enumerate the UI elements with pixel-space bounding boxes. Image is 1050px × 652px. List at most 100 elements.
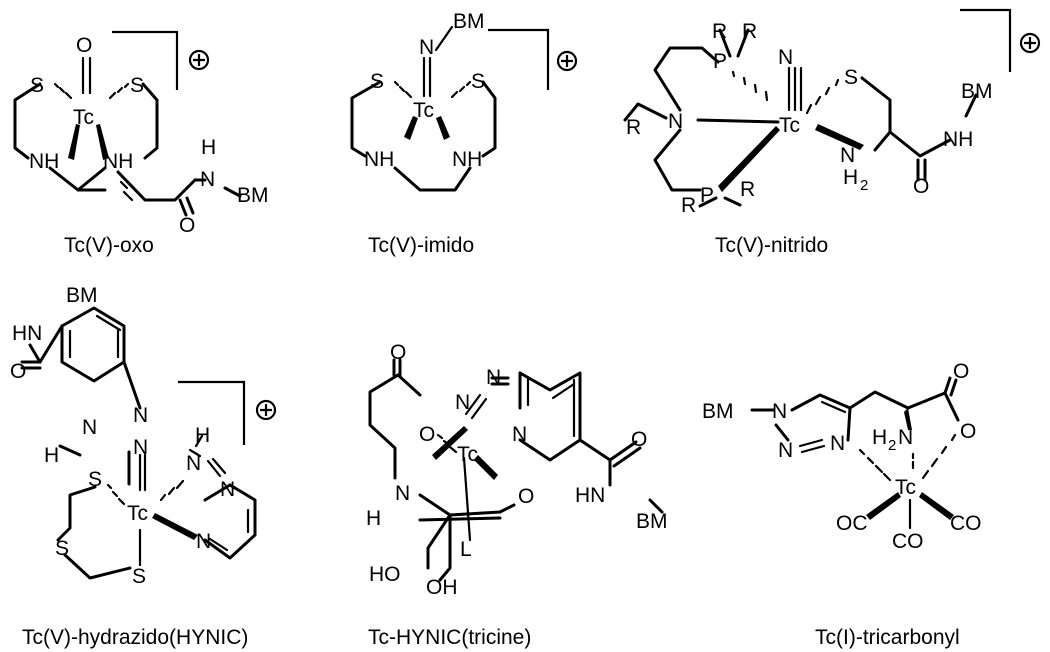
atom-CO: CO <box>892 530 924 553</box>
atom-N: N <box>133 436 148 459</box>
atom-N: N <box>668 110 683 133</box>
atom-H: H <box>872 426 887 449</box>
structure-tc-oxo: O S S Tc NH NH H N BM O Tc(V)-oxo <box>13 30 269 257</box>
atom-O: O <box>76 34 92 57</box>
atom-N: N <box>512 423 527 446</box>
atom-R: R <box>626 116 641 139</box>
atom-Tc: Tc <box>779 114 800 137</box>
atom-N: N <box>830 432 845 455</box>
atom-N: N <box>186 452 201 475</box>
atom-N: N <box>840 144 855 167</box>
atom-O: O <box>913 175 929 198</box>
atom-OH: OH <box>426 576 458 599</box>
atom-R: R <box>712 20 727 43</box>
atom-NH: NH <box>943 128 973 151</box>
atom-N: N <box>772 400 787 423</box>
atom-S: S <box>370 70 384 93</box>
atom-R: R <box>681 194 696 217</box>
atom-NH: NH <box>452 148 482 171</box>
atom-O: O <box>518 485 534 508</box>
atom-O: O <box>419 423 435 446</box>
atom-N: N <box>133 404 148 427</box>
atom-H: H <box>201 136 216 159</box>
atom-O: O <box>960 420 976 443</box>
atom-NH: NH <box>103 150 133 173</box>
atom-N: N <box>395 482 410 505</box>
atom-S: S <box>132 565 146 588</box>
atom-BM: BM <box>66 284 98 307</box>
atom-BM: BM <box>636 510 668 533</box>
atom-N: N <box>220 478 235 501</box>
atom-R: R <box>742 20 757 43</box>
atom-O: O <box>179 214 195 237</box>
structure-tc-nitrido: P R R N S N R Tc BM NH N H 2 P R R O Tc(… <box>623 8 1041 257</box>
atom-R: R <box>740 178 755 201</box>
charge-circle <box>255 399 277 421</box>
plus-sign <box>260 404 272 416</box>
atom-S: S <box>130 74 144 97</box>
atom-BM: BM <box>702 400 734 423</box>
charge-circle <box>1019 32 1041 54</box>
charge-circle <box>556 50 578 72</box>
charge-circle <box>188 49 210 71</box>
caption-tc-tricarbonyl: Tc(I)-tricarbonyl <box>815 626 960 649</box>
atom-BM: BM <box>453 10 485 33</box>
atom-O: O <box>390 341 406 364</box>
atom-N: N <box>778 439 793 462</box>
atom-H: H <box>366 507 381 530</box>
atom-L: L <box>460 538 472 561</box>
atom-N: N <box>200 168 215 191</box>
subscript-2: 2 <box>860 177 868 194</box>
caption-tc-hynic-tricine: Tc-HYNIC(tricine) <box>368 626 531 649</box>
atom-N: N <box>419 36 434 59</box>
atom-NH: NH <box>364 148 394 171</box>
atom-N: N <box>196 530 211 553</box>
atom-P: P <box>700 184 714 207</box>
caption-tc-nitrido: Tc(V)-nitrido <box>715 234 828 257</box>
atom-Tc: Tc <box>895 476 916 499</box>
atom-P: P <box>713 50 727 73</box>
atom-CO: CO <box>950 512 982 535</box>
atom-H: H <box>843 166 858 189</box>
charge-bracket <box>178 380 246 445</box>
atom-S: S <box>88 468 102 491</box>
atom-S: S <box>55 537 69 560</box>
atom-O: O <box>631 428 647 451</box>
atom-N: N <box>455 391 470 414</box>
structure-tc-imido: BM N S S Tc NH NH Tc(V)-imido <box>350 10 578 257</box>
atom-NH: NH <box>29 150 59 173</box>
atom-Tc: Tc <box>73 106 94 129</box>
atom-S: S <box>30 74 44 97</box>
atom-Tc: Tc <box>413 99 434 122</box>
plus-sign <box>1024 37 1036 49</box>
atom-N: N <box>778 46 793 69</box>
atom-BM: BM <box>961 80 993 103</box>
caption-tc-oxo: Tc(V)-oxo <box>64 234 154 257</box>
caption-tc-imido: Tc(V)-imido <box>368 234 474 257</box>
atom-OC: OC <box>836 512 868 535</box>
atom-N: N <box>898 426 913 449</box>
atom-O: O <box>10 360 26 383</box>
atom-H: H <box>44 444 59 467</box>
atom-Tc: Tc <box>457 443 478 466</box>
atom-O: O <box>953 360 969 383</box>
structure-tc-hydrazido: BM HN O N H N N H N N S Tc S N S Tc(V)-h… <box>10 284 277 649</box>
atom-N: N <box>82 416 97 439</box>
atom-Tc: Tc <box>127 502 148 525</box>
atom-S: S <box>844 66 858 89</box>
structure-tc-tricarbonyl: BM N N N O O H 2 N Tc OC CO CO Tc(I)-tri… <box>702 360 982 649</box>
atom-HN: HN <box>12 322 42 345</box>
atom-H: H <box>195 424 210 447</box>
atom-N: N <box>486 366 501 389</box>
structure-tc-hynic-tricine: O N N O Tc N N H O L HO OH O HN BM Tc-HY… <box>366 341 668 649</box>
caption-tc-hydrazido: Tc(V)-hydrazido(HYNIC) <box>22 626 248 649</box>
atom-S: S <box>471 70 485 93</box>
plus-sign <box>561 55 573 67</box>
charge-bracket <box>488 28 550 90</box>
charge-bracket <box>112 30 179 90</box>
charge-bracket <box>960 8 1012 72</box>
plus-sign <box>193 54 205 66</box>
atom-HO: HO <box>369 563 401 586</box>
